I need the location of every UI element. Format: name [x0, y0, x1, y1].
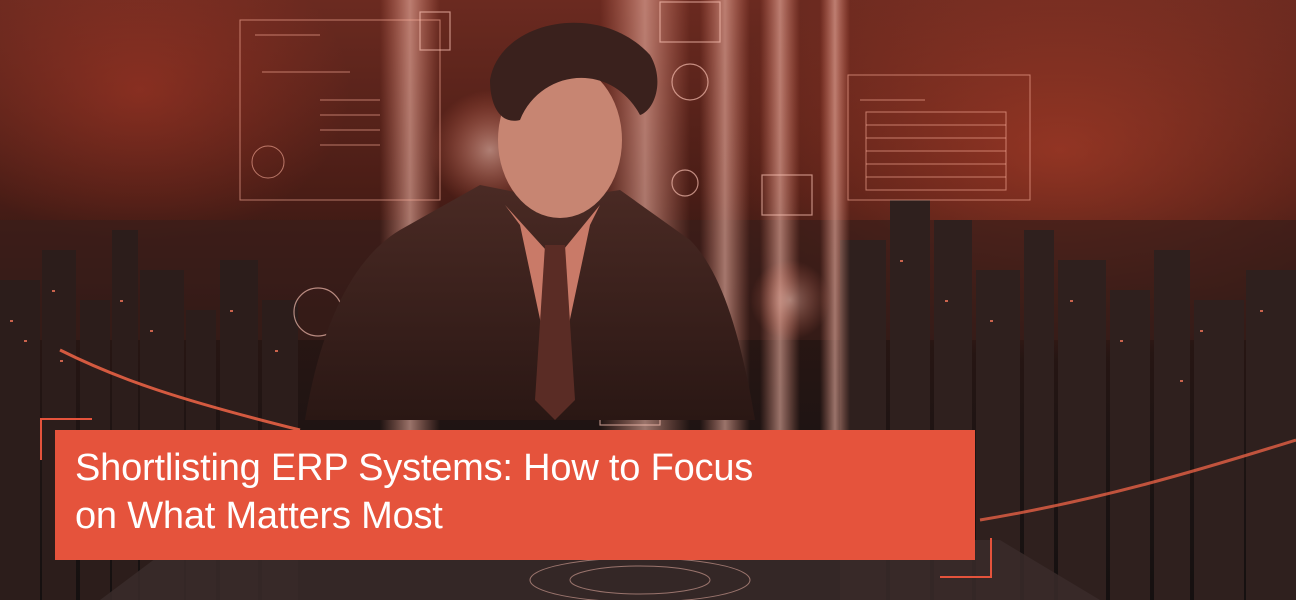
title-line-1: Shortlisting ERP Systems: How to Focus [75, 447, 754, 489]
light-flare-2 [750, 260, 830, 340]
frame-corner-bottom-right [940, 538, 992, 578]
businessman-figure [305, 22, 755, 420]
city-lights [10, 260, 1263, 382]
title-banner: Shortlisting ERP Systems: How to Focus o… [55, 430, 975, 560]
title-line-2: on What Matters Most [75, 495, 443, 537]
glowing-road [59, 348, 301, 432]
article-title: Shortlisting ERP Systems: How to Focus o… [75, 444, 955, 540]
frame-corner-top-left [40, 418, 92, 460]
glowing-road-right [979, 438, 1296, 522]
hologram-panel-right [847, 74, 1031, 201]
hologram-panel-left [239, 19, 441, 201]
hologram-icons [293, 1, 813, 426]
